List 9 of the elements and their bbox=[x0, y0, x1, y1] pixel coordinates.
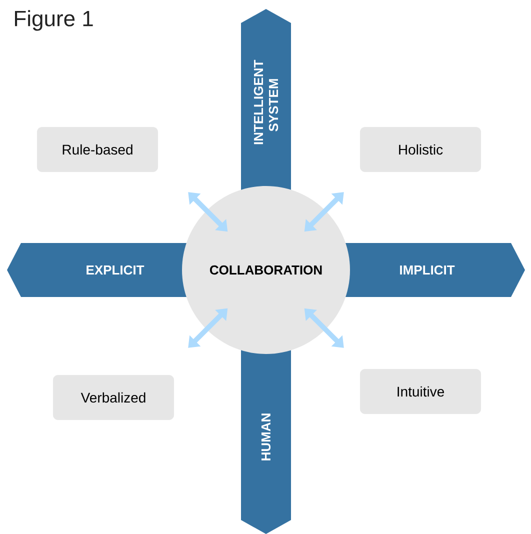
figure-title: Figure 1 bbox=[15, 10, 93, 31]
label-box: Intuitive bbox=[360, 369, 481, 414]
label-box: Rule-based bbox=[37, 127, 158, 172]
label-box: Holistic bbox=[360, 127, 481, 172]
arm-band: EXPLICIT bbox=[7, 243, 190, 297]
arm-band: IMPLICIT bbox=[343, 243, 525, 297]
arm-band: INTELLIGENT SYSTEM bbox=[241, 9, 291, 190]
arm-band: HUMAN bbox=[241, 350, 291, 534]
label-box: Verbalized bbox=[53, 375, 174, 420]
